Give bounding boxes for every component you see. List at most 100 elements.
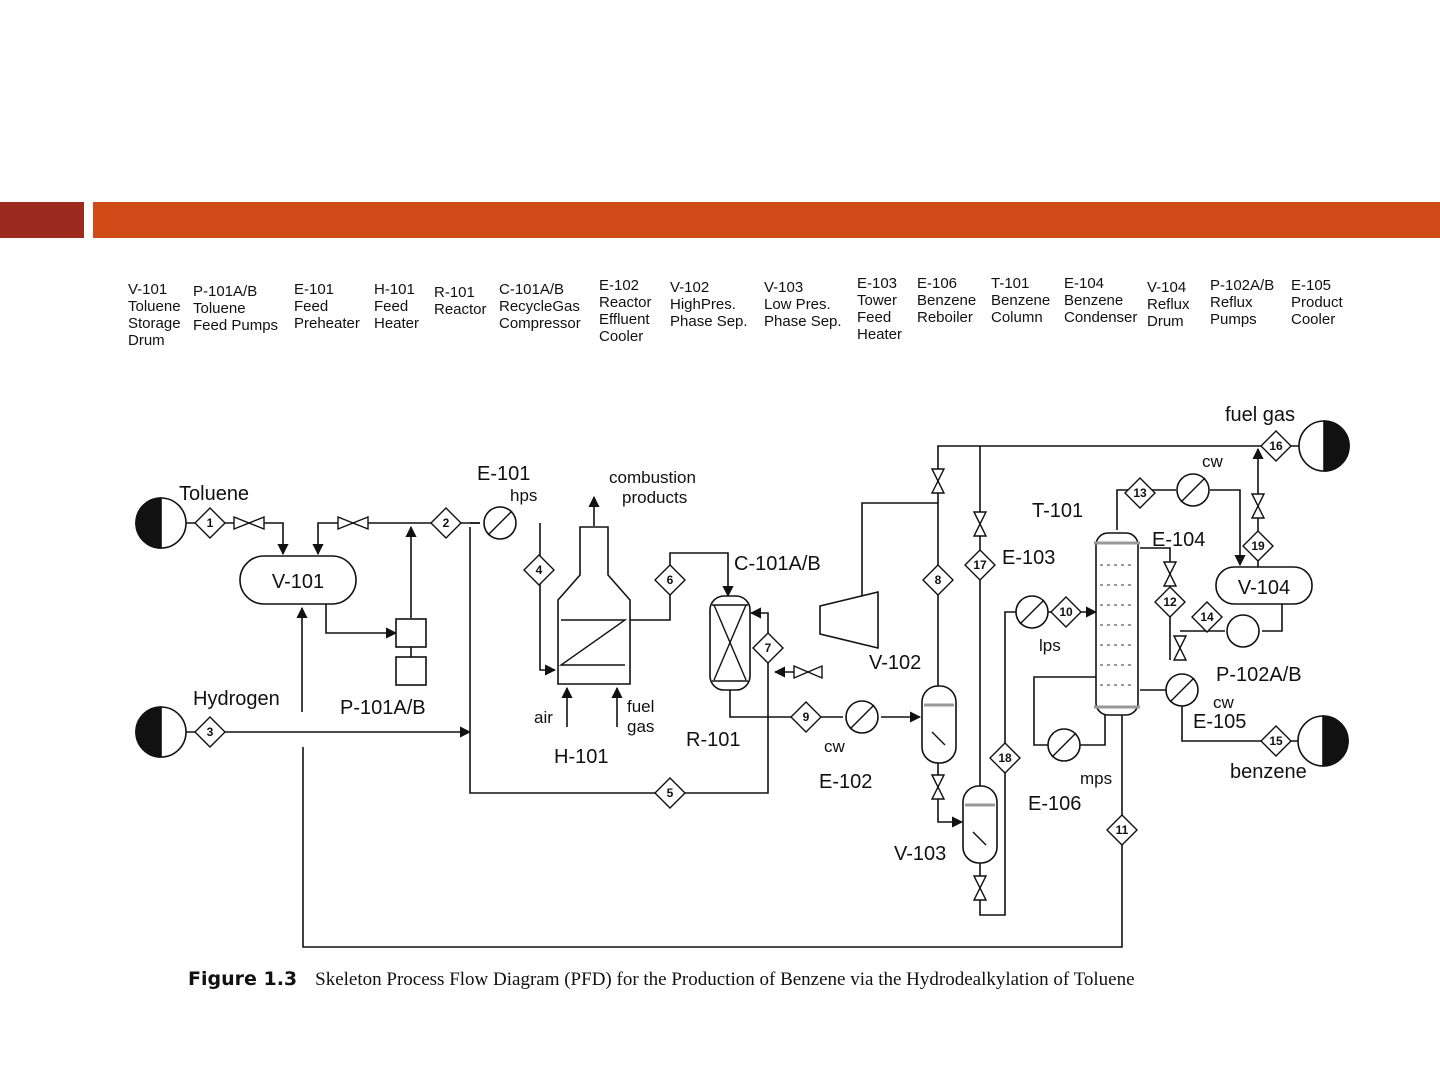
legend-description: Pumps xyxy=(1210,311,1257,328)
legend-description: Cooler xyxy=(1291,311,1336,328)
legend-description: Feed xyxy=(374,298,409,315)
legend-description: Benzene xyxy=(917,292,977,309)
legend-description: Preheater xyxy=(294,315,360,332)
p101-pump-top xyxy=(395,618,427,648)
legend-description: Reactor xyxy=(434,301,487,318)
stream-number: 8 xyxy=(935,573,942,587)
legend-code: E-106 xyxy=(917,275,958,292)
stream-tag-19: 19 xyxy=(1242,530,1274,562)
legend-description: Benzene xyxy=(1064,292,1124,309)
legend-description: HighPres. xyxy=(670,296,736,313)
label-cw-e102: cw xyxy=(824,737,846,756)
stream-tag-16: 16 xyxy=(1260,430,1292,462)
figure-caption: Figure 1.3 Skeleton Process Flow Diagram … xyxy=(188,968,1135,991)
valve-v102-bottom xyxy=(930,774,946,800)
stream-number: 11 xyxy=(1116,823,1129,837)
stream-tag-14: 14 xyxy=(1191,601,1223,633)
stream-tag-7: 7 xyxy=(752,632,784,664)
valve-toluene xyxy=(233,515,265,531)
legend-description: Feed xyxy=(294,298,329,315)
v101-vessel xyxy=(239,555,357,605)
t101-column xyxy=(1095,532,1139,716)
legend-description: Reflux xyxy=(1147,296,1190,313)
legend-description: Phase Sep. xyxy=(670,313,748,330)
label-v103: V-103 xyxy=(894,843,946,865)
label-v102: V-102 xyxy=(869,652,921,674)
h101-heater xyxy=(557,526,631,685)
legend-code: E-105 xyxy=(1291,277,1332,294)
legend-description: Drum xyxy=(128,332,165,349)
figure-caption-text: Skeleton Process Flow Diagram (PFD) for … xyxy=(315,969,1135,990)
legend-description: RecycleGas xyxy=(499,298,580,315)
stream-tag-12: 12 xyxy=(1154,586,1186,618)
legend-code: H-101 xyxy=(374,281,415,298)
stream-tag-17: 17 xyxy=(964,549,996,581)
valve-16 xyxy=(1250,493,1266,519)
stream-number: 5 xyxy=(667,786,674,800)
legend-code: V-104 xyxy=(1147,279,1187,296)
stream-tag-3: 3 xyxy=(194,716,226,748)
legend-description: Column xyxy=(991,309,1043,326)
label-e105: E-105 xyxy=(1193,711,1246,733)
label-cw-e104: cw xyxy=(1202,452,1224,471)
label-t101: T-101 xyxy=(1032,500,1083,522)
stream-tag-8: 8 xyxy=(922,564,954,596)
legend-description: Feed xyxy=(857,309,892,326)
stream-number: 10 xyxy=(1059,605,1073,619)
legend-code: R-101 xyxy=(434,284,475,301)
stream-number: 1 xyxy=(207,516,214,530)
legend-code: P-101A/B xyxy=(193,283,258,300)
stream-tag-4: 4 xyxy=(523,554,555,586)
stream-tag-15: 15 xyxy=(1260,725,1292,757)
stream-number: 12 xyxy=(1163,595,1177,609)
label-mps: mps xyxy=(1080,769,1112,788)
stream-tag-1: 1 xyxy=(194,507,226,539)
legend-description: Storage xyxy=(128,315,181,332)
label-p101: P-101A/B xyxy=(340,697,426,719)
legend-code: E-102 xyxy=(599,277,640,294)
valve-14 xyxy=(1172,635,1188,661)
label-h101: H-101 xyxy=(554,746,608,768)
legend-description: Effluent xyxy=(599,311,650,328)
legend-code: V-103 xyxy=(764,279,804,296)
valve-v103-bottom xyxy=(972,875,988,901)
legend-description: Phase Sep. xyxy=(764,313,842,330)
legend-description: Heater xyxy=(857,326,903,343)
stream-number: 16 xyxy=(1269,439,1283,453)
header-bar-dark xyxy=(0,202,84,238)
legend-description: Heater xyxy=(374,315,420,332)
legend-code: T-101 xyxy=(991,275,1030,292)
label-combustion-2: products xyxy=(622,488,687,507)
legend-description: Reactor xyxy=(599,294,652,311)
figure-number: Figure 1.3 xyxy=(188,968,298,990)
c101-compressor xyxy=(819,590,879,650)
label-gas: gas xyxy=(627,717,654,736)
stream-number: 3 xyxy=(207,725,214,739)
legend-description: Cooler xyxy=(599,328,644,345)
p101-pump-bottom xyxy=(395,656,427,686)
stream-number: 18 xyxy=(998,751,1012,765)
legend-description: Compressor xyxy=(499,315,581,332)
stream-tag-6: 6 xyxy=(654,564,686,596)
label-fuel-gas-out: fuel gas xyxy=(1225,404,1295,426)
stream-number: 19 xyxy=(1251,539,1265,553)
stream-tag-18: 18 xyxy=(989,742,1021,774)
legend-description: Reflux xyxy=(1210,294,1253,311)
label-cw-e105: cw xyxy=(1213,693,1235,712)
legend-code: E-101 xyxy=(294,281,335,298)
label-c101: C-101A/B xyxy=(734,553,821,575)
label-e102: E-102 xyxy=(819,771,872,793)
label-benzene: benzene xyxy=(1230,761,1307,783)
stream-number: 6 xyxy=(667,573,674,587)
stream-tag-2: 2 xyxy=(430,507,462,539)
